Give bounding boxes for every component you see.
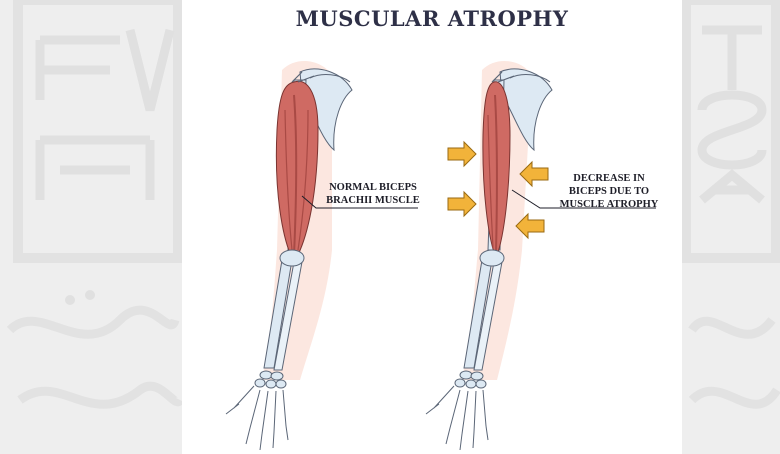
label-line: NORMAL BICEPS: [318, 181, 428, 194]
label-line: DECREASE IN: [554, 172, 664, 185]
label-line: BRACHII MUSCLE: [318, 194, 428, 207]
normal-arm: [226, 61, 352, 450]
label-line: BICEPS DUE TO: [554, 185, 664, 198]
watermark-graphic: [0, 0, 182, 454]
arm-illustration: [182, 0, 682, 454]
diagram-stage: MUSCULAR ATROPHY: [182, 0, 682, 454]
watermark-graphic: [682, 0, 780, 454]
normal-hand: [226, 371, 288, 450]
left-watermark-panel: [0, 0, 182, 454]
right-watermark-panel: [682, 0, 780, 454]
atrophy-biceps-label: DECREASE IN BICEPS DUE TO MUSCLE ATROPHY: [554, 172, 664, 211]
label-line: MUSCLE ATROPHY: [554, 198, 664, 211]
atrophy-hand: [426, 371, 488, 450]
atrophy-arm: [426, 61, 552, 450]
arrow-icon: [448, 192, 476, 216]
arrow-icon: [448, 142, 476, 166]
normal-biceps-label: NORMAL BICEPS BRACHII MUSCLE: [318, 181, 428, 207]
